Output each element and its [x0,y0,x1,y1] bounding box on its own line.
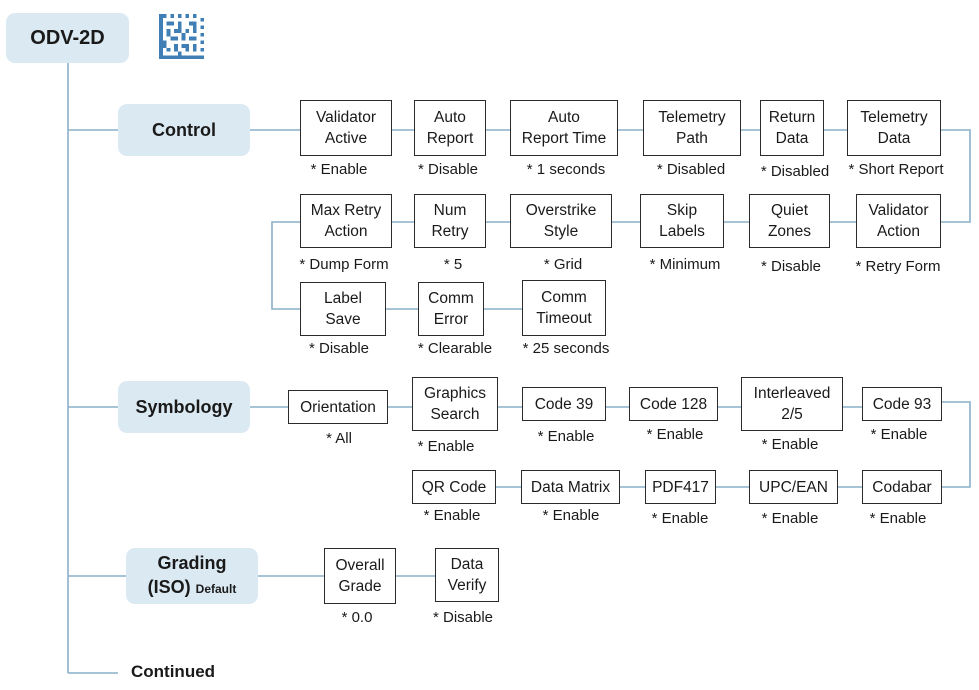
default-upc-ean: * Enable [761,510,819,527]
default-auto-report: * Disable [417,161,479,178]
grading-default-label: Default [195,582,237,596]
option-auto-report: Auto Report [414,100,486,156]
root-node-odv-2d: ODV-2D [6,13,129,63]
option-data-verify: Data Verify [435,548,499,602]
default-auto-report-time: * 1 seconds [526,161,606,178]
option-validator-active: Validator Active [300,100,392,156]
default-max-retry-action: * Dump Form [299,256,389,273]
option-auto-report-time: Auto Report Time [510,100,618,156]
section-control: Control [118,104,250,156]
default-qr-code: * Enable [423,507,481,524]
option-quiet-zones: Quiet Zones [749,194,830,248]
option-comm-timeout: Comm Timeout [522,280,606,336]
section-grading: Grading (ISO) Default [126,548,258,604]
default-overall-grade: * 0.0 [341,609,373,626]
grading-label: Grading [157,553,227,573]
default-data-verify: * Disable [432,609,494,626]
option-comm-error: Comm Error [418,282,484,336]
option-qr-code: QR Code [412,470,496,504]
option-interleaved-2-5: Interleaved 2/5 [741,377,843,431]
default-skip-labels: * Minimum [649,256,721,273]
option-code-128: Code 128 [629,387,718,421]
default-validator-active: * Enable [310,161,368,178]
default-data-matrix: * Enable [542,507,600,524]
option-orientation: Orientation [288,390,388,424]
option-code-39: Code 39 [522,387,606,421]
option-graphics-search: Graphics Search [412,377,498,431]
default-interleaved-2-5: * Enable [761,436,819,453]
default-validator-action: * Retry Form [855,258,941,275]
option-num-retry: Num Retry [414,194,486,248]
default-label-save: * Disable [308,340,370,357]
section-symbology: Symbology [118,381,250,433]
option-overall-grade: Overall Grade [324,548,396,604]
option-overstrike-style: Overstrike Style [510,194,612,248]
default-telemetry-data: * Short Report [848,161,944,178]
option-return-data: Return Data [760,100,824,156]
option-code-93: Code 93 [862,387,942,421]
default-codabar: * Enable [869,510,927,527]
option-skip-labels: Skip Labels [640,194,724,248]
default-code-93: * Enable [870,426,928,443]
datamatrix-icon [159,14,204,59]
option-max-retry-action: Max Retry Action [300,194,392,248]
grading-iso-label: (ISO) [147,577,191,597]
option-codabar: Codabar [862,470,942,504]
default-num-retry: * 5 [443,256,463,273]
default-quiet-zones: * Disable [760,258,822,275]
option-pdf417: PDF417 [645,470,716,504]
option-data-matrix: Data Matrix [521,470,620,504]
option-upc-ean: UPC/EAN [749,470,838,504]
default-pdf417: * Enable [651,510,709,527]
default-code-39: * Enable [537,428,595,445]
default-comm-error: * Clearable [417,340,493,357]
option-validator-action: Validator Action [856,194,941,248]
default-comm-timeout: * 25 seconds [522,340,610,357]
default-return-data: * Disabled [760,163,830,180]
option-label-save: Label Save [300,282,386,336]
option-telemetry-data: Telemetry Data [847,100,941,156]
default-graphics-search: * Enable [417,438,475,455]
default-code-128: * Enable [646,426,704,443]
option-telemetry-path: Telemetry Path [643,100,741,156]
continued-label: Continued [131,662,216,681]
default-overstrike-style: * Grid [543,256,583,273]
default-telemetry-path: * Disabled [656,161,726,178]
default-orientation: * All [326,430,352,447]
